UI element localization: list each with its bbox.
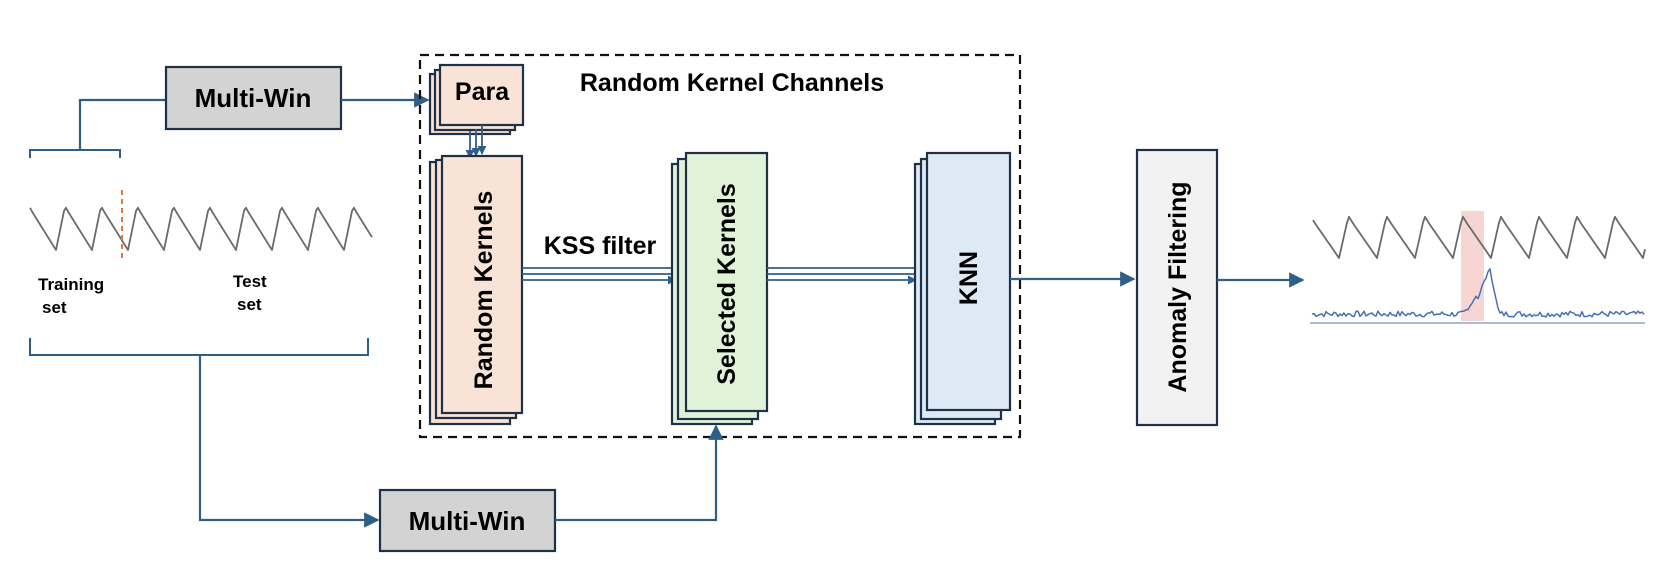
knn-box: [925, 151, 1012, 412]
random-kernels-node: Random Kernels: [428, 154, 524, 426]
random-kernel-channels-label: Random Kernel Channels: [580, 69, 884, 97]
para-box: [438, 63, 525, 127]
multiwin-bottom-node: Multi-Win: [378, 488, 557, 553]
training-set-label-line1: Training: [38, 275, 104, 294]
random-kernels-box: [440, 154, 524, 415]
input-brace-top: [29, 149, 121, 158]
anomaly-filtering-node: Anomaly Filtering: [1135, 148, 1219, 427]
selected-kernels-box: [684, 151, 769, 413]
training-set-label-line2: set: [42, 298, 67, 317]
selected-kernels-node: Selected Kernels: [670, 151, 769, 426]
selected-kernels-label: Selected Kernels: [713, 183, 741, 385]
input-brace-bottom: [29, 338, 369, 356]
para-label: Para: [455, 78, 510, 106]
multiwin-top-node: Multi-Win: [164, 65, 343, 131]
multiwin-bottom-label: Multi-Win: [409, 506, 526, 536]
para-node: Para: [428, 63, 525, 136]
multiwin-top-label: Multi-Win: [195, 83, 312, 113]
output-signal: [1312, 215, 1646, 259]
connector-multiwin-bottom-to-selected: [555, 424, 724, 522]
connector-input-to-multiwin-bottom: [198, 355, 380, 528]
input-series: Training set Test set: [29, 149, 373, 356]
anomaly-highlight-region: [1461, 211, 1484, 321]
knn-label: KNN: [955, 251, 983, 305]
random-kernels-label: Random Kernels: [470, 191, 498, 390]
connector-training-to-multiwin-top: [78, 98, 166, 150]
output-series: [1310, 211, 1646, 324]
input-signal: [29, 206, 373, 251]
knn-node: KNN: [913, 151, 1012, 426]
test-set-label-line1: Test: [233, 272, 267, 291]
multiwin-top-box: [164, 65, 343, 131]
anomaly-filtering-label: Anomaly Filtering: [1164, 181, 1192, 392]
kss-filter-label: KSS filter: [544, 232, 657, 260]
anomaly-filtering-box: [1135, 148, 1219, 427]
test-set-label-line2: set: [237, 295, 262, 314]
anomaly-score-line: [1311, 268, 1645, 318]
multiwin-bottom-box: [378, 488, 557, 553]
